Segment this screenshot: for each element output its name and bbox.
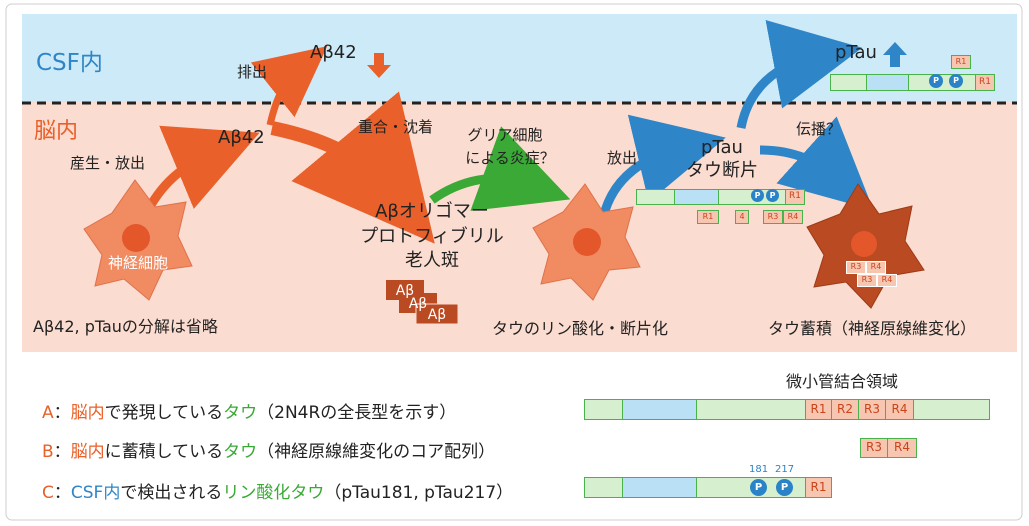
full-tau-r4: R4	[885, 399, 914, 420]
legend-row-b: B：脳内に蓄積しているタウ（神経原線維変化のコア配列）	[42, 437, 495, 462]
tau-fragment-r4: R4	[783, 210, 803, 224]
legend-b-tau: タウ	[223, 442, 258, 462]
phospho-site-icon: P	[750, 479, 767, 496]
legend-b-mid: に蓄積している	[104, 442, 224, 462]
neuron-nucleus-icon	[851, 231, 877, 257]
full-tau-segment	[913, 399, 990, 420]
legend-c-note: （pTau181, pTau217）	[324, 483, 514, 503]
propagation-label: 伝播？	[796, 120, 841, 138]
tangle-core-r4: R4	[877, 274, 897, 287]
full-tau-r1: R1	[805, 399, 832, 420]
csf-tau-segment	[866, 74, 910, 91]
tangle-core-r3: R3	[846, 261, 866, 274]
legend-b-note: （神経原線維変化のコア配列）	[257, 442, 496, 462]
excretion-arrow	[250, 46, 328, 126]
aggregate-label-line3: 老人斑	[405, 250, 459, 271]
caption-phosphorylation: タウのリン酸化・断片化	[492, 319, 668, 338]
brain-tau-r1: R1	[785, 189, 805, 205]
neuron-nucleus-icon	[573, 228, 601, 256]
ab-chip-label: Aβ	[409, 296, 428, 312]
brain-label: 脳内	[34, 119, 78, 144]
csf-ptau-arrow	[736, 20, 863, 129]
aggregate-label-line2: プロトフィブリル	[360, 225, 504, 247]
full-tau-segment	[622, 399, 698, 420]
tau-fragment-r1: R1	[697, 210, 719, 224]
full-tau-r2: R2	[831, 399, 859, 420]
brain-tau-segment	[636, 189, 676, 205]
aggregate-label-line1: Aβオリゴマー	[375, 201, 489, 222]
glia-label-line2: による炎症？	[465, 149, 555, 167]
ptau-segment	[584, 477, 624, 498]
core-tau-r3: R3	[860, 438, 888, 458]
tau-fragment-label: タウ断片	[686, 160, 758, 181]
site-181-label: 181	[749, 464, 769, 475]
ab42-csf-label: Aβ42	[310, 42, 357, 63]
legend-a-brain: 脳内	[70, 403, 105, 423]
tangle-core-r4: R4	[866, 261, 886, 274]
phospho-site-icon: P	[949, 74, 963, 88]
legend-row-c: C：CSF内で検出されるリン酸化タウ（pTau181, pTau217）	[42, 478, 513, 503]
legend-b-letter: B	[42, 442, 54, 462]
full-tau-segment	[696, 399, 806, 420]
ptau-r1: R1	[805, 477, 832, 498]
legend-b-brain: 脳内	[70, 442, 105, 462]
glia-label-line1: グリア細胞	[467, 126, 542, 144]
ab-chip-label: Aβ	[428, 307, 447, 323]
csf-label: CSF内	[36, 50, 103, 76]
glia-inflammation-arrow	[429, 126, 571, 211]
mtbd-label: 微小管結合領域	[786, 372, 898, 391]
tangle-core-r3: R3	[857, 274, 877, 287]
full-tau-r3: R3	[858, 399, 886, 420]
legend-c-colon: ：	[53, 483, 71, 503]
csf-tau-segment	[830, 74, 868, 91]
release-label: 放出	[607, 149, 637, 167]
csf-tau-r1: R1	[975, 74, 995, 91]
brain-tau-segment	[674, 189, 720, 205]
polymerization-arrow	[270, 91, 435, 244]
legend-c-letter: C	[42, 483, 54, 503]
ab-chip-label: Aβ	[396, 283, 415, 299]
phospho-site-icon: P	[776, 479, 793, 496]
figure-frame	[5, 3, 1023, 521]
ab42-brain-label: Aβ42	[218, 127, 265, 148]
legend-a-tau: タウ	[223, 403, 258, 423]
neuron-label: 神経細胞	[108, 254, 168, 272]
release-arrow	[598, 114, 726, 220]
legend-c-tau: リン酸化タウ	[222, 483, 325, 503]
core-tau-r4: R4	[887, 438, 917, 458]
legend-c-csf: CSF内	[70, 483, 121, 503]
excretion-label: 排出	[237, 63, 267, 81]
legend-c-mid: で検出される	[120, 483, 223, 503]
legend-b-colon: ：	[53, 442, 71, 462]
ptau-segment	[622, 477, 698, 498]
site-217-label: 217	[775, 464, 795, 475]
phospho-site-icon: P	[929, 74, 943, 88]
legend-a-letter: A	[42, 403, 54, 423]
caption-tau-accumulation: タウ蓄積（神経原線維変化）	[768, 319, 976, 338]
ptau-csf-label: pTau	[835, 42, 877, 63]
propagation-arrow	[759, 116, 874, 211]
caption-degradation: Aβ42, pTauの分解は省略	[33, 317, 218, 336]
full-tau-segment	[584, 399, 624, 420]
ptau-brain-label: pTau	[701, 137, 743, 158]
legend-a-mid: で発現している	[104, 403, 224, 423]
ptau-increase-icon	[883, 42, 907, 67]
polymerization-label: 重合・沈着	[358, 118, 433, 136]
phospho-site-icon: P	[751, 189, 764, 202]
neuron-nucleus-icon	[122, 224, 150, 252]
phospho-site-icon: P	[766, 189, 779, 202]
ab-plaque-chip	[415, 303, 459, 325]
tau-fragment-4: 4	[735, 210, 749, 224]
production-label: 産生・放出	[70, 154, 145, 172]
tau-fragment-r3: R3	[763, 210, 783, 224]
csf-r1-fragment: R1	[951, 55, 971, 69]
ab42-decrease-icon	[367, 53, 391, 78]
legend-row-a: A：脳内で発現しているタウ（2N4Rの全長型を示す）	[42, 398, 456, 423]
legend-a-note: （2N4Rの全長型を示す）	[257, 403, 457, 423]
legend-a-colon: ：	[53, 403, 71, 423]
